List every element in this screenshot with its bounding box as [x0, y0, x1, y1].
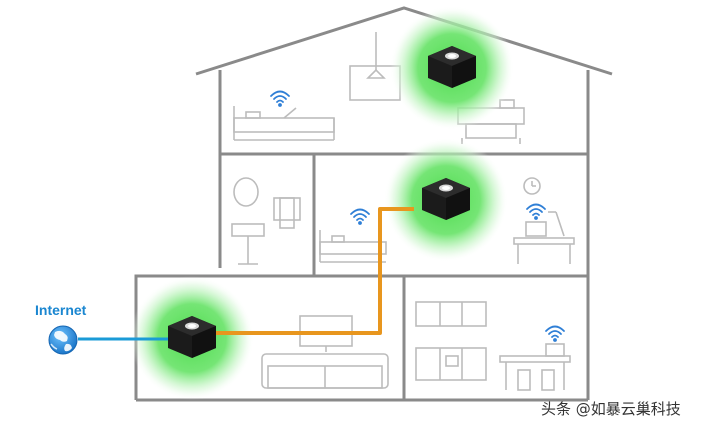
- globe-icon: [48, 325, 78, 355]
- internet-label: Internet: [35, 302, 87, 318]
- wifi-icon: [545, 325, 565, 343]
- middle-floor-furniture: [231, 177, 575, 265]
- watermark-text: 头条 @如暴云巢科技: [541, 400, 681, 418]
- backhaul-cable: [214, 207, 414, 335]
- wifi-icon: [270, 90, 290, 108]
- house-walls: [134, 6, 613, 402]
- wifi-icon: [350, 208, 370, 226]
- clock-icon: [523, 177, 541, 195]
- ground-floor-furniture: [261, 301, 571, 391]
- top-floor-furniture: [233, 32, 525, 144]
- wifi-icon: [526, 203, 546, 221]
